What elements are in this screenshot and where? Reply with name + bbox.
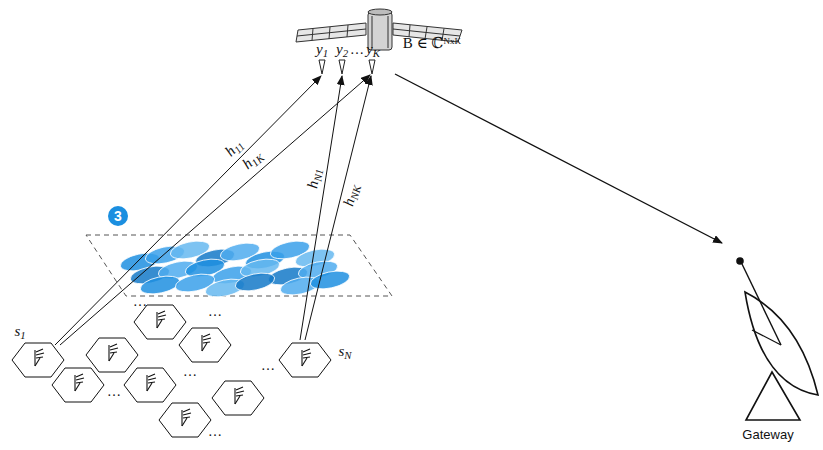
cell-hexagon [86,338,138,372]
antenna-icon [75,374,84,391]
gateway-dish [737,258,818,420]
channel-label: hN1 [305,168,325,191]
cell-hexagon [134,305,186,339]
cloud-ellipse [139,273,181,297]
callout-number: 3 [108,206,128,226]
cell-label: s1 [14,324,25,341]
ellipsis: … [208,425,222,439]
feed-horns [319,60,375,74]
antenna-icon [147,374,156,391]
channel-links [55,75,371,345]
cloud-ellipses [119,238,351,300]
cell-label: sN [338,344,351,361]
antenna-icon [157,311,166,328]
cloud-ellipse [309,268,351,292]
ellipsis: … [183,365,197,379]
antenna-icon [109,344,118,361]
cell-hexagon [179,328,231,362]
beam-output: y2 [336,42,348,59]
cell-hexagon [212,381,264,415]
matrix-label: B ∈ ℂᴺˣᴷ [403,36,462,51]
ground-cells [12,305,331,437]
ellipsis: … [261,359,275,373]
beam-output: yK [366,42,380,59]
cloud-ellipse [234,270,276,294]
beam-output: y1 [316,42,328,59]
channel-label: hNK [341,183,363,208]
ellipsis: … [107,385,121,399]
antenna-icon [182,409,191,426]
cell-hexagon [279,343,331,377]
cloud-layer [86,235,392,296]
cell-hexagon [124,368,176,402]
ellipsis: … [133,295,147,309]
cell-hexagon [12,343,64,377]
channel-label: h1K [240,148,266,174]
cell-hexagon [159,403,211,437]
antenna-icon [202,334,211,351]
gateway-label: Gateway [742,428,793,441]
antenna-icon [35,349,44,366]
cell-hexagon [52,368,104,402]
antenna-icon [302,349,311,366]
ellipsis: … [350,43,364,57]
ellipsis: … [208,305,222,319]
feeder-link [395,74,722,243]
antenna-icon [235,387,244,404]
